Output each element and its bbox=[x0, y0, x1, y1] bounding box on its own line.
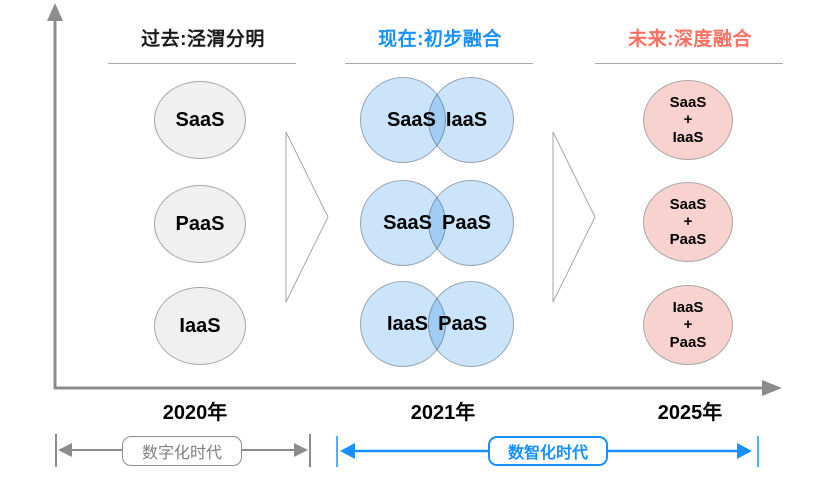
combo-plus: + bbox=[683, 213, 693, 231]
year-label-2021: 2021年 bbox=[410, 402, 476, 424]
arrowhead-right bbox=[737, 443, 752, 459]
venn-label: IaaS PaaS bbox=[360, 281, 514, 367]
venn-circle-right bbox=[428, 281, 514, 367]
venn-label-left: SaaS bbox=[383, 211, 432, 234]
past-circle-iaas-label: IaaS bbox=[179, 314, 221, 337]
past-circle-paas-label: PaaS bbox=[175, 212, 225, 235]
column-title-future: 未来:深度融合 bbox=[628, 29, 752, 50]
column-title-past: 过去:泾渭分明 bbox=[141, 29, 265, 50]
transition-arrow-past-to-present bbox=[285, 131, 329, 303]
arrowhead-right bbox=[294, 443, 308, 457]
venn-label: SaaS IaaS bbox=[360, 77, 514, 163]
arrowhead-left bbox=[58, 443, 72, 457]
title-underline-past bbox=[108, 63, 296, 64]
title-underline-present bbox=[345, 63, 533, 64]
era-label-digital-text: 数字化时代 bbox=[141, 445, 222, 462]
past-circle-saas-label: SaaS bbox=[175, 108, 225, 131]
past-circle-iaas: IaaS bbox=[154, 287, 246, 365]
arrowhead-left bbox=[340, 443, 355, 459]
venn-circle-right bbox=[428, 77, 514, 163]
combo-bottom: IaaS bbox=[672, 128, 704, 146]
future-circle-saas-iaas: SaaS + IaaS bbox=[643, 80, 733, 160]
y-axis bbox=[47, 3, 63, 389]
venn-label-left: IaaS bbox=[386, 312, 429, 335]
combo-top: SaaS bbox=[669, 196, 707, 214]
combo-plus: + bbox=[683, 111, 693, 129]
present-venn-saas-paas: SaaS PaaS bbox=[360, 180, 514, 266]
column-title-present: 现在:初步融合 bbox=[378, 29, 502, 50]
combo-bottom: PaaS bbox=[669, 333, 707, 351]
past-circle-saas: SaaS bbox=[154, 81, 246, 159]
venn-label-right: PaaS bbox=[442, 211, 491, 234]
present-venn-saas-iaas: SaaS IaaS bbox=[360, 77, 514, 163]
venn-label-right: PaaS bbox=[438, 312, 488, 335]
venn-label-left: SaaS bbox=[386, 108, 436, 131]
future-circle-saas-paas: SaaS + PaaS bbox=[643, 182, 733, 262]
combo-top: IaaS bbox=[672, 299, 704, 317]
era-label-digital: 数字化时代 bbox=[122, 436, 242, 466]
title-underline-future bbox=[595, 63, 783, 64]
present-venn-iaas-paas: IaaS PaaS bbox=[360, 281, 514, 367]
x-axis bbox=[54, 380, 782, 396]
venn-label-right: IaaS bbox=[445, 108, 488, 131]
combo-plus: + bbox=[683, 316, 693, 334]
venn-circle-right bbox=[428, 180, 514, 266]
future-circle-iaas-paas: IaaS + PaaS bbox=[643, 285, 733, 365]
venn-label: SaaS PaaS bbox=[360, 180, 514, 266]
era-label-smart: 数智化时代 bbox=[488, 436, 608, 466]
combo-bottom: PaaS bbox=[669, 230, 707, 248]
y-axis-arrowhead bbox=[47, 3, 63, 21]
transition-arrow-present-to-future bbox=[552, 131, 596, 303]
x-axis-arrowhead bbox=[762, 380, 782, 396]
year-label-2025: 2025年 bbox=[657, 402, 723, 424]
combo-top: SaaS bbox=[669, 94, 707, 112]
year-label-2020: 2020年 bbox=[162, 402, 228, 424]
past-circle-paas: PaaS bbox=[154, 185, 246, 263]
era-label-smart-text: 数智化时代 bbox=[507, 445, 588, 462]
